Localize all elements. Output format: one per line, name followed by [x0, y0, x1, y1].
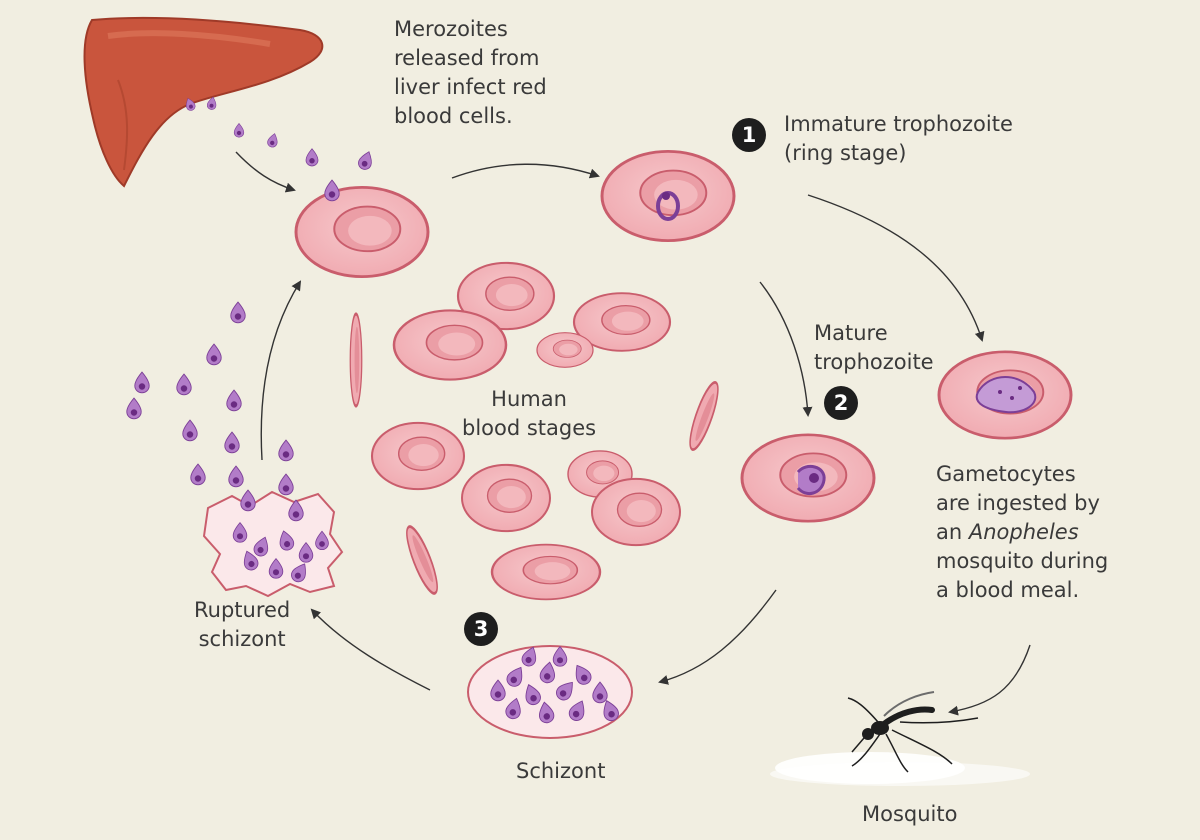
ring-stage-label-line: Immature trophozoite [784, 112, 1013, 136]
red-blood-cell-icon [296, 180, 428, 277]
human-blood-label-line: Human [491, 387, 567, 411]
ring-stage-cell [602, 151, 734, 240]
liver-icon [83, 16, 324, 188]
cycle-arrows [235, 151, 1031, 716]
merozoites-label-line: released from [394, 46, 540, 70]
mosquito-icon [770, 691, 1030, 786]
ruptured-schizont-label: Ruptured schizont [194, 596, 290, 654]
human-blood-label-line: blood stages [462, 416, 597, 440]
ruptured-schizont-cell [202, 490, 344, 598]
mature-label-line: Mature [814, 321, 888, 345]
gametocytes-label: Gametocytes are ingested by an Anopheles… [936, 460, 1108, 605]
ring-stage-label-line: (ring stage) [784, 141, 907, 165]
mature-trophozoite-cell [742, 435, 874, 521]
ring-stage-label: Immature trophozoite (ring stage) [784, 110, 1013, 168]
released-merozoites [126, 301, 304, 522]
gametocytes-label-line: mosquito during [936, 549, 1109, 573]
human-blood-stages-label: Human blood stages [462, 385, 596, 443]
gametocytes-prefix: an [936, 520, 969, 544]
ruptured-label-line: schizont [198, 627, 286, 651]
schizont-cell [467, 644, 633, 739]
merozoites-label-line: blood cells. [394, 104, 513, 128]
anopheles-italic: Anopheles [968, 520, 1079, 544]
merozoites-from-liver [183, 96, 376, 172]
ruptured-label-line: Ruptured [194, 598, 291, 622]
schizont-label: Schizont [516, 759, 606, 783]
merozoites-label-line: liver infect red [394, 75, 547, 99]
gametocytes-label-line: an Anopheles [936, 518, 1108, 547]
mature-label-line: trophozoite [814, 350, 934, 374]
mosquito-label: Mosquito [862, 802, 958, 826]
mature-trophozoite-label: Mature trophozoite [814, 319, 934, 377]
gametocytes-label-line: Gametocytes [936, 462, 1076, 486]
merozoites-label: Merozoites released from liver infect re… [394, 15, 547, 131]
merozoites-label-line: Merozoites [394, 17, 508, 41]
step-1-badge: 1 [732, 118, 766, 152]
step-2-badge: 2 [824, 386, 858, 420]
gametocytes-label-line: are ingested by [936, 491, 1100, 515]
gametocytes-label-line: a blood meal. [936, 578, 1080, 602]
gametocyte-cell [939, 352, 1071, 438]
step-3-badge: 3 [464, 612, 498, 646]
